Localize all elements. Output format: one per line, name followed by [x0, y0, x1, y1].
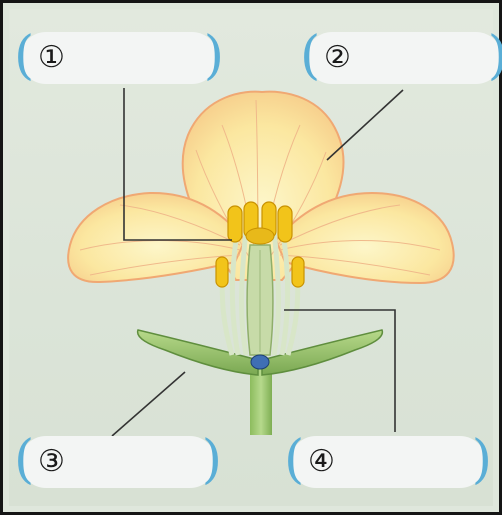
label-number-3: ③	[38, 442, 65, 482]
label-number-1: ①	[38, 38, 65, 78]
bracket-right-icon: )	[204, 26, 224, 86]
label-box-2[interactable]: ( ② )	[306, 32, 502, 84]
leader-line-4	[284, 310, 395, 432]
label-number-2: ②	[324, 38, 351, 78]
stigma	[246, 228, 274, 244]
ovary	[251, 355, 269, 369]
bracket-left-icon: (	[284, 430, 304, 490]
flower-stem	[250, 365, 272, 435]
label-number-4: ④	[308, 442, 335, 482]
bracket-left-icon: (	[14, 430, 34, 490]
label-box-1[interactable]: ( ① )	[20, 32, 218, 84]
bracket-right-icon: )	[488, 26, 502, 86]
leader-line-2	[327, 90, 403, 160]
bracket-left-icon: (	[300, 26, 320, 86]
leader-line-3	[112, 372, 185, 436]
bracket-right-icon: )	[472, 430, 492, 490]
bracket-right-icon: )	[202, 430, 222, 490]
label-box-3[interactable]: ( ③ )	[20, 436, 216, 488]
label-box-4[interactable]: ( ④ )	[290, 436, 486, 488]
bracket-left-icon: (	[14, 26, 34, 86]
